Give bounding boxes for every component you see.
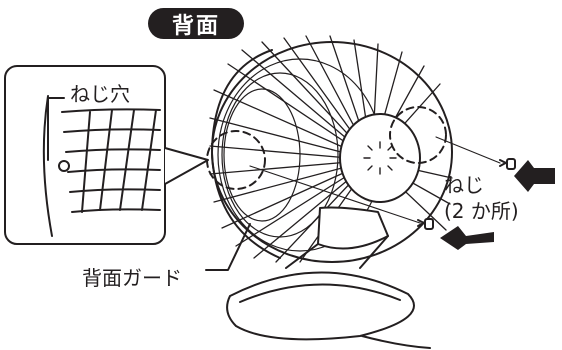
screw-callout-circle (389, 106, 447, 164)
screw-name: ねじ (444, 173, 484, 197)
screw-icon (435, 136, 516, 170)
rear-guard-label: 背面ガード (82, 266, 182, 290)
screw-count: (2 か所) (444, 199, 519, 223)
screw-hole-marker (58, 160, 70, 172)
center-hub (339, 113, 421, 203)
screw-icon (249, 165, 434, 230)
fan-stand (226, 206, 431, 349)
screw-label: ねじ (2 か所) (444, 172, 519, 224)
detail-inset (4, 65, 166, 245)
hole-callout-circle (206, 130, 266, 190)
page-title: 背面 (148, 8, 244, 39)
arrow-icon (440, 226, 494, 250)
arrow-icon (514, 160, 555, 192)
screw-hole-label: ねじ穴 (70, 82, 130, 106)
